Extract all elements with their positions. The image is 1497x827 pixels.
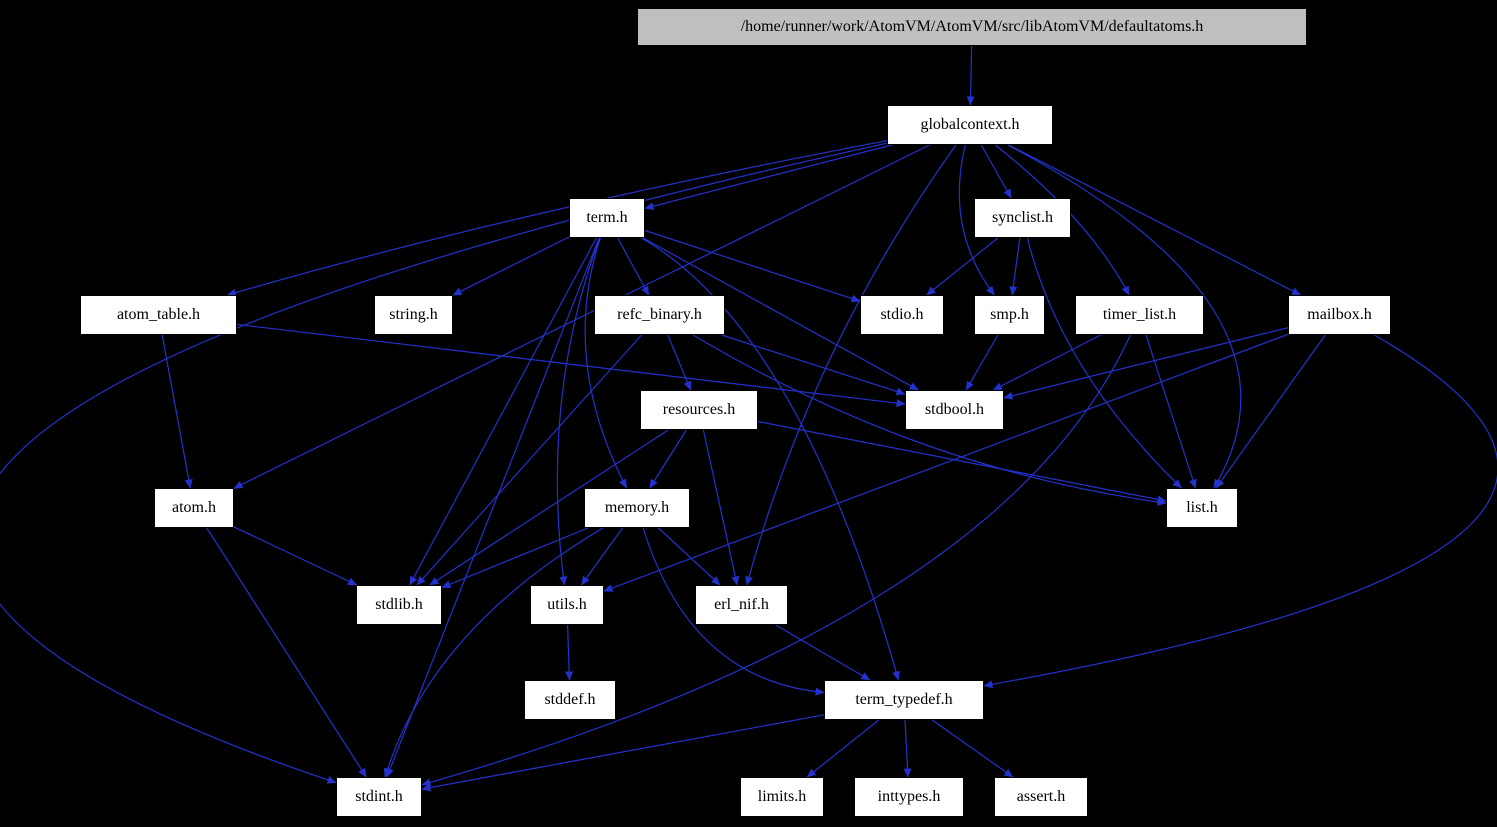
edge-term-stdio [644,229,861,303]
edge-term-stdlib [409,237,597,586]
edge-term-term_typedef [641,237,900,681]
edge-atom-stdint [206,527,367,778]
edge-memory-utils [580,527,624,586]
edge-resources-stdlib [429,429,669,586]
node-limits[interactable]: limits.h [740,777,824,817]
edge-globalcontext-synclist [980,144,1012,199]
edge-term_typedef-limits [806,719,880,778]
edge-globalcontext-erl_nif [745,144,957,586]
node-assert[interactable]: assert.h [994,777,1088,817]
node-inttypes[interactable]: inttypes.h [854,777,964,817]
node-smp[interactable]: smp.h [974,295,1045,335]
edge-globalcontext-atom_table [226,140,888,297]
edge-term-memory [584,237,628,489]
edge-synclist-stdio [926,237,999,296]
edge-globalcontext-stdint [0,142,888,784]
edge-erl_nif-term_typedef [775,624,871,681]
edge-resources-erl_nif [702,429,740,586]
edge-term_typedef-assert [931,719,1014,778]
node-synclist[interactable]: synclist.h [974,198,1071,238]
edge-mailbox-term_typedef [983,334,1497,689]
edge-synclist-smp [1009,237,1021,296]
edge-refc_binary-stdbool [721,334,906,396]
edge-resources-memory [649,429,687,489]
edge-utils-stddef [565,624,574,681]
edge-refc_binary-stdlib [416,334,642,586]
edge-refc_binary-resources [667,334,692,391]
edge-mailbox-list [1215,334,1326,489]
edge-smp-stdbool [965,334,999,391]
edge-term-stdbool [642,237,919,391]
edge-term-refc_binary [617,237,650,296]
edge-memory-erl_nif [658,527,721,586]
node-memory[interactable]: memory.h [584,488,690,528]
edge-globalcontext-smp [958,144,995,296]
node-atom_table[interactable]: atom_table.h [80,295,237,335]
edge-mailbox-utils [603,333,1289,592]
node-stddef[interactable]: stddef.h [524,680,616,720]
edge-globalcontext-mailbox [1008,144,1302,296]
node-stdbool[interactable]: stdbool.h [905,390,1004,430]
edge-synclist-list [1026,237,1182,489]
node-atom[interactable]: atom.h [154,488,234,528]
edge-term_typedef-inttypes [903,719,912,778]
edge-resources-list [757,420,1167,504]
edge-memory-term_typedef [642,527,825,696]
edge-memory-stdlib [441,527,589,589]
edge-atom-stdlib [233,526,358,586]
node-term_typedef[interactable]: term_typedef.h [824,680,984,720]
edge-globalcontext-atom [233,144,930,489]
node-erl_nif[interactable]: erl_nif.h [695,585,788,625]
node-utils[interactable]: utils.h [530,585,604,625]
node-stdio[interactable]: stdio.h [860,295,944,335]
node-globalcontext[interactable]: globalcontext.h [887,105,1053,145]
node-resources[interactable]: resources.h [640,390,758,430]
edge-defaultatoms-globalcontext [966,45,975,106]
node-mailbox[interactable]: mailbox.h [1288,295,1391,335]
edge-atom_table-atom [161,334,193,489]
edge-refc_binary-list [692,334,1167,506]
edge-term-utils [556,237,601,586]
edge-term_typedef-stdint [421,714,825,792]
node-refc_binary[interactable]: refc_binary.h [594,295,725,335]
node-defaultatoms: /home/runner/work/AtomVM/AtomVM/src/libA… [637,8,1307,46]
edge-globalcontext-term [644,144,893,211]
node-term[interactable]: term.h [569,198,645,238]
node-timer_list[interactable]: timer_list.h [1075,295,1204,335]
edge-timer_list-stdint [421,334,1131,787]
edge-timer_list-list [1145,334,1197,489]
edge-timer_list-stdbool [992,334,1101,391]
node-list[interactable]: list.h [1166,488,1238,528]
edge-mailbox-stdbool [1003,327,1289,400]
node-string[interactable]: string.h [374,295,453,335]
node-stdint[interactable]: stdint.h [336,777,422,817]
edge-term-string [452,236,570,296]
edge-term-stdint [386,237,600,778]
edge-memory-stdint [383,527,604,778]
edge-atom_table-stdbool [236,323,906,408]
edge-globalcontext-list [1007,144,1242,489]
edge-globalcontext-timer_list [994,144,1130,296]
node-stdlib[interactable]: stdlib.h [356,585,442,625]
